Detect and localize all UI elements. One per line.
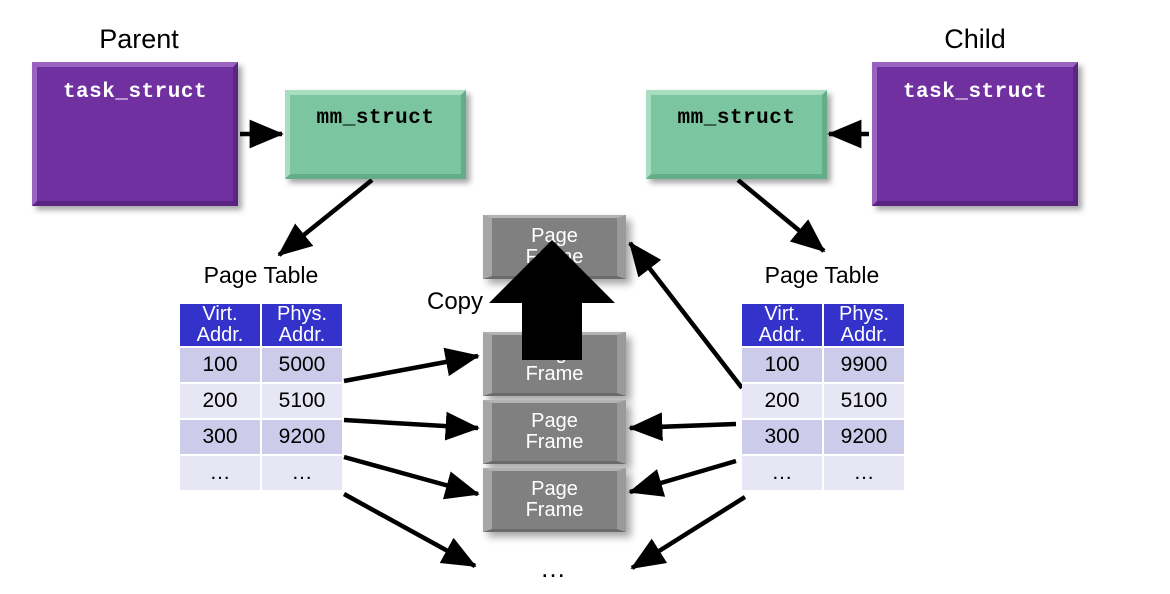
center-ellipsis-label: … <box>540 553 566 583</box>
child-header-phys-line1: Phys. <box>838 303 890 325</box>
parent-cell-virt: 200 <box>180 384 260 418</box>
copy-label: Copy <box>427 288 484 315</box>
page-frame-1-line1: Page <box>531 225 578 248</box>
table-row[interactable]: … … <box>742 456 904 490</box>
parent-cell-phys: 5100 <box>262 384 342 418</box>
child-header-virt-addr: Virt. Addr. <box>742 304 822 346</box>
edge-parent-row2-to-frame3 <box>343 411 480 441</box>
parent-header-phys-addr: Phys. Addr. <box>262 304 342 346</box>
child-cell-virt: 300 <box>742 420 822 454</box>
page-frame-4[interactable]: Page Frame <box>483 468 626 532</box>
parent-task-struct-box[interactable]: task_struct <box>32 62 238 206</box>
child-page-table-title: Page Table <box>764 262 880 288</box>
page-frame-3-line1: Page <box>531 410 578 433</box>
child-mm-struct-label: mm_struct <box>677 107 796 130</box>
edge-parent-row1-to-frame2 <box>343 347 480 384</box>
parent-header-phys-line2: Addr. <box>278 324 326 346</box>
parent-header-virt-line2: Addr. <box>196 324 244 346</box>
edge-parent-mm-to-pagetable <box>277 178 374 257</box>
child-cell-phys: 5100 <box>824 384 904 418</box>
edge-parent-row4-to-ellipsis <box>342 492 477 568</box>
table-row[interactable]: 100 9900 <box>742 348 904 382</box>
child-cell-virt: … <box>742 456 822 490</box>
parent-cell-phys: 9200 <box>262 420 342 454</box>
child-mm-struct-box[interactable]: mm_struct <box>646 90 827 179</box>
table-row[interactable]: … … <box>180 456 342 490</box>
page-frame-3[interactable]: Page Frame <box>483 400 626 464</box>
parent-mm-struct-label: mm_struct <box>316 107 435 130</box>
child-task-struct-label: task_struct <box>902 81 1048 104</box>
parent-page-table[interactable]: Virt. Addr. Phys. Addr. 100 5000 200 510… <box>178 302 344 492</box>
table-row[interactable]: 300 9200 <box>742 420 904 454</box>
table-row[interactable]: 200 5100 <box>742 384 904 418</box>
page-frame-4-line2: Frame <box>525 499 584 521</box>
parent-header-virt-line1: Virt. <box>202 303 238 325</box>
parent-page-table-header-row: Virt. Addr. Phys. Addr. <box>180 304 342 346</box>
copy-arrow-icon <box>489 240 615 360</box>
edge-parent-row3-to-frame4 <box>343 454 480 500</box>
child-cell-phys: 9200 <box>824 420 904 454</box>
edge-child-row4-to-ellipsis <box>630 495 747 570</box>
child-cell-virt: 200 <box>742 384 822 418</box>
parent-cell-phys: … <box>262 456 342 490</box>
child-header-virt-line2: Addr. <box>758 324 806 346</box>
child-header-phys-line2: Addr. <box>840 324 888 346</box>
edge-child-mm-to-pagetable <box>736 178 826 253</box>
edge-child-row3-to-frame4 <box>628 458 737 497</box>
parent-cell-virt: 100 <box>180 348 260 382</box>
child-cell-phys: 9900 <box>824 348 904 382</box>
table-row[interactable]: 300 9200 <box>180 420 342 454</box>
table-row[interactable]: 200 5100 <box>180 384 342 418</box>
table-row[interactable]: 100 5000 <box>180 348 342 382</box>
parent-page-table-title: Page Table <box>203 262 319 288</box>
page-frame-4-line1: Page <box>531 478 578 501</box>
child-header-virt-line1: Virt. <box>764 303 800 325</box>
parent-task-struct-label: task_struct <box>62 81 208 104</box>
child-cell-phys: … <box>824 456 904 490</box>
parent-header-phys-line1: Phys. <box>276 303 328 325</box>
child-page-table-header-row: Virt. Addr. Phys. Addr. <box>742 304 904 346</box>
child-header-phys-addr: Phys. Addr. <box>824 304 904 346</box>
parent-cell-phys: 5000 <box>262 348 342 382</box>
child-title: Child <box>944 24 1006 54</box>
edge-child-row1-to-frame1 <box>628 241 744 390</box>
page-frame-3-line2: Frame <box>525 431 584 453</box>
parent-title: Parent <box>99 24 179 54</box>
edge-child-row2-to-frame3 <box>628 412 737 442</box>
child-task-struct-box[interactable]: task_struct <box>872 62 1078 206</box>
child-page-table[interactable]: Virt. Addr. Phys. Addr. 100 9900 200 510… <box>740 302 906 492</box>
parent-cell-virt: 300 <box>180 420 260 454</box>
parent-cell-virt: … <box>180 456 260 490</box>
child-cell-virt: 100 <box>742 348 822 382</box>
page-frame-2-line2: Frame <box>525 363 584 385</box>
parent-mm-struct-box[interactable]: mm_struct <box>285 90 466 179</box>
parent-header-virt-addr: Virt. Addr. <box>180 304 260 346</box>
